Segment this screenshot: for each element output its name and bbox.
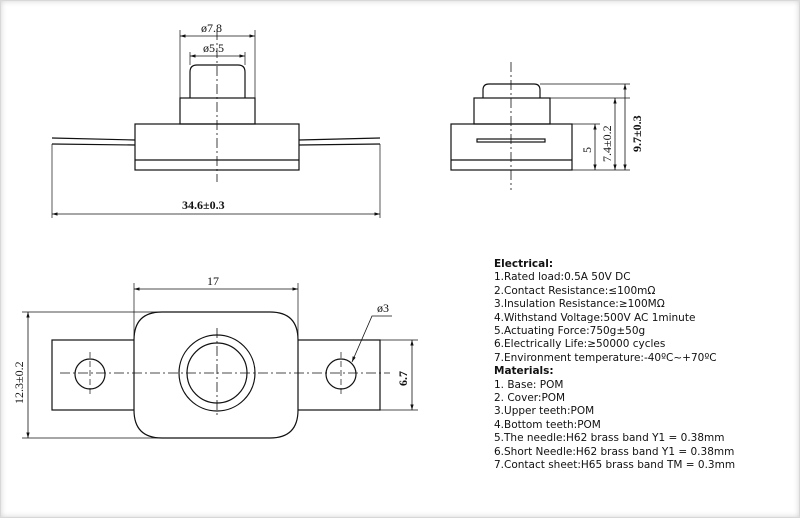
electrical-item: 7.Environment temperature:-40ºC~+70ºC [494,351,717,364]
dim-side-7-4: 7.4±0.2 [600,125,614,162]
electrical-item: 1.Rated load:0.5A 50V DC [494,271,631,284]
dim-tab-height: 6.7 [396,371,410,386]
materials-item: 6.Short Needle:H62 brass band Y1 = 0.38m… [494,445,735,458]
materials-item: 7.Contact sheet:H65 brass band TM = 0.3m… [494,459,736,472]
electrical-item: 5.Actuating Force:750g±50g [494,325,646,338]
materials-item: 3.Upper teeth:POM [494,405,595,418]
electrical-heading: Electrical: [494,258,554,270]
dim-overall-length: 34.6±0.3 [182,198,225,212]
electrical-item: 4.Withstand Voltage:500V AC 1minute [494,311,696,324]
dim-side-9-7: 9.7±0.3 [630,115,644,152]
materials-item: 1. Base: POM [494,378,564,391]
materials-item: 2. Cover:POM [494,392,566,405]
materials-item: 4.Bottom teeth:POM [494,418,601,431]
dim-side-5: 5 [580,147,594,153]
dim-bottom-width: 17 [207,274,219,288]
materials-item: 5.The needle:H62 brass band Y1 = 0.38mm [494,432,725,445]
dim-inner-diameter: ø5.5 [203,41,224,55]
bottom-view [22,283,418,439]
front-view [51,30,381,218]
side-view [450,62,630,190]
electrical-item: 3.Insulation Resistance:≥100MΩ [494,298,665,311]
dim-bottom-height: 12.3±0.2 [12,361,26,404]
dim-outer-diameter: ø7.8 [201,21,222,35]
spec-list: Electrical: 1.Rated load:0.5A 50V DC 2.C… [494,258,784,473]
electrical-item: 6.Electrically Life:≥50000 cycles [494,338,666,351]
materials-heading: Materials: [494,365,554,378]
dim-hole-diameter: ø3 [377,301,389,315]
electrical-item: 2.Contact Resistance:≤100mΩ [494,284,656,297]
